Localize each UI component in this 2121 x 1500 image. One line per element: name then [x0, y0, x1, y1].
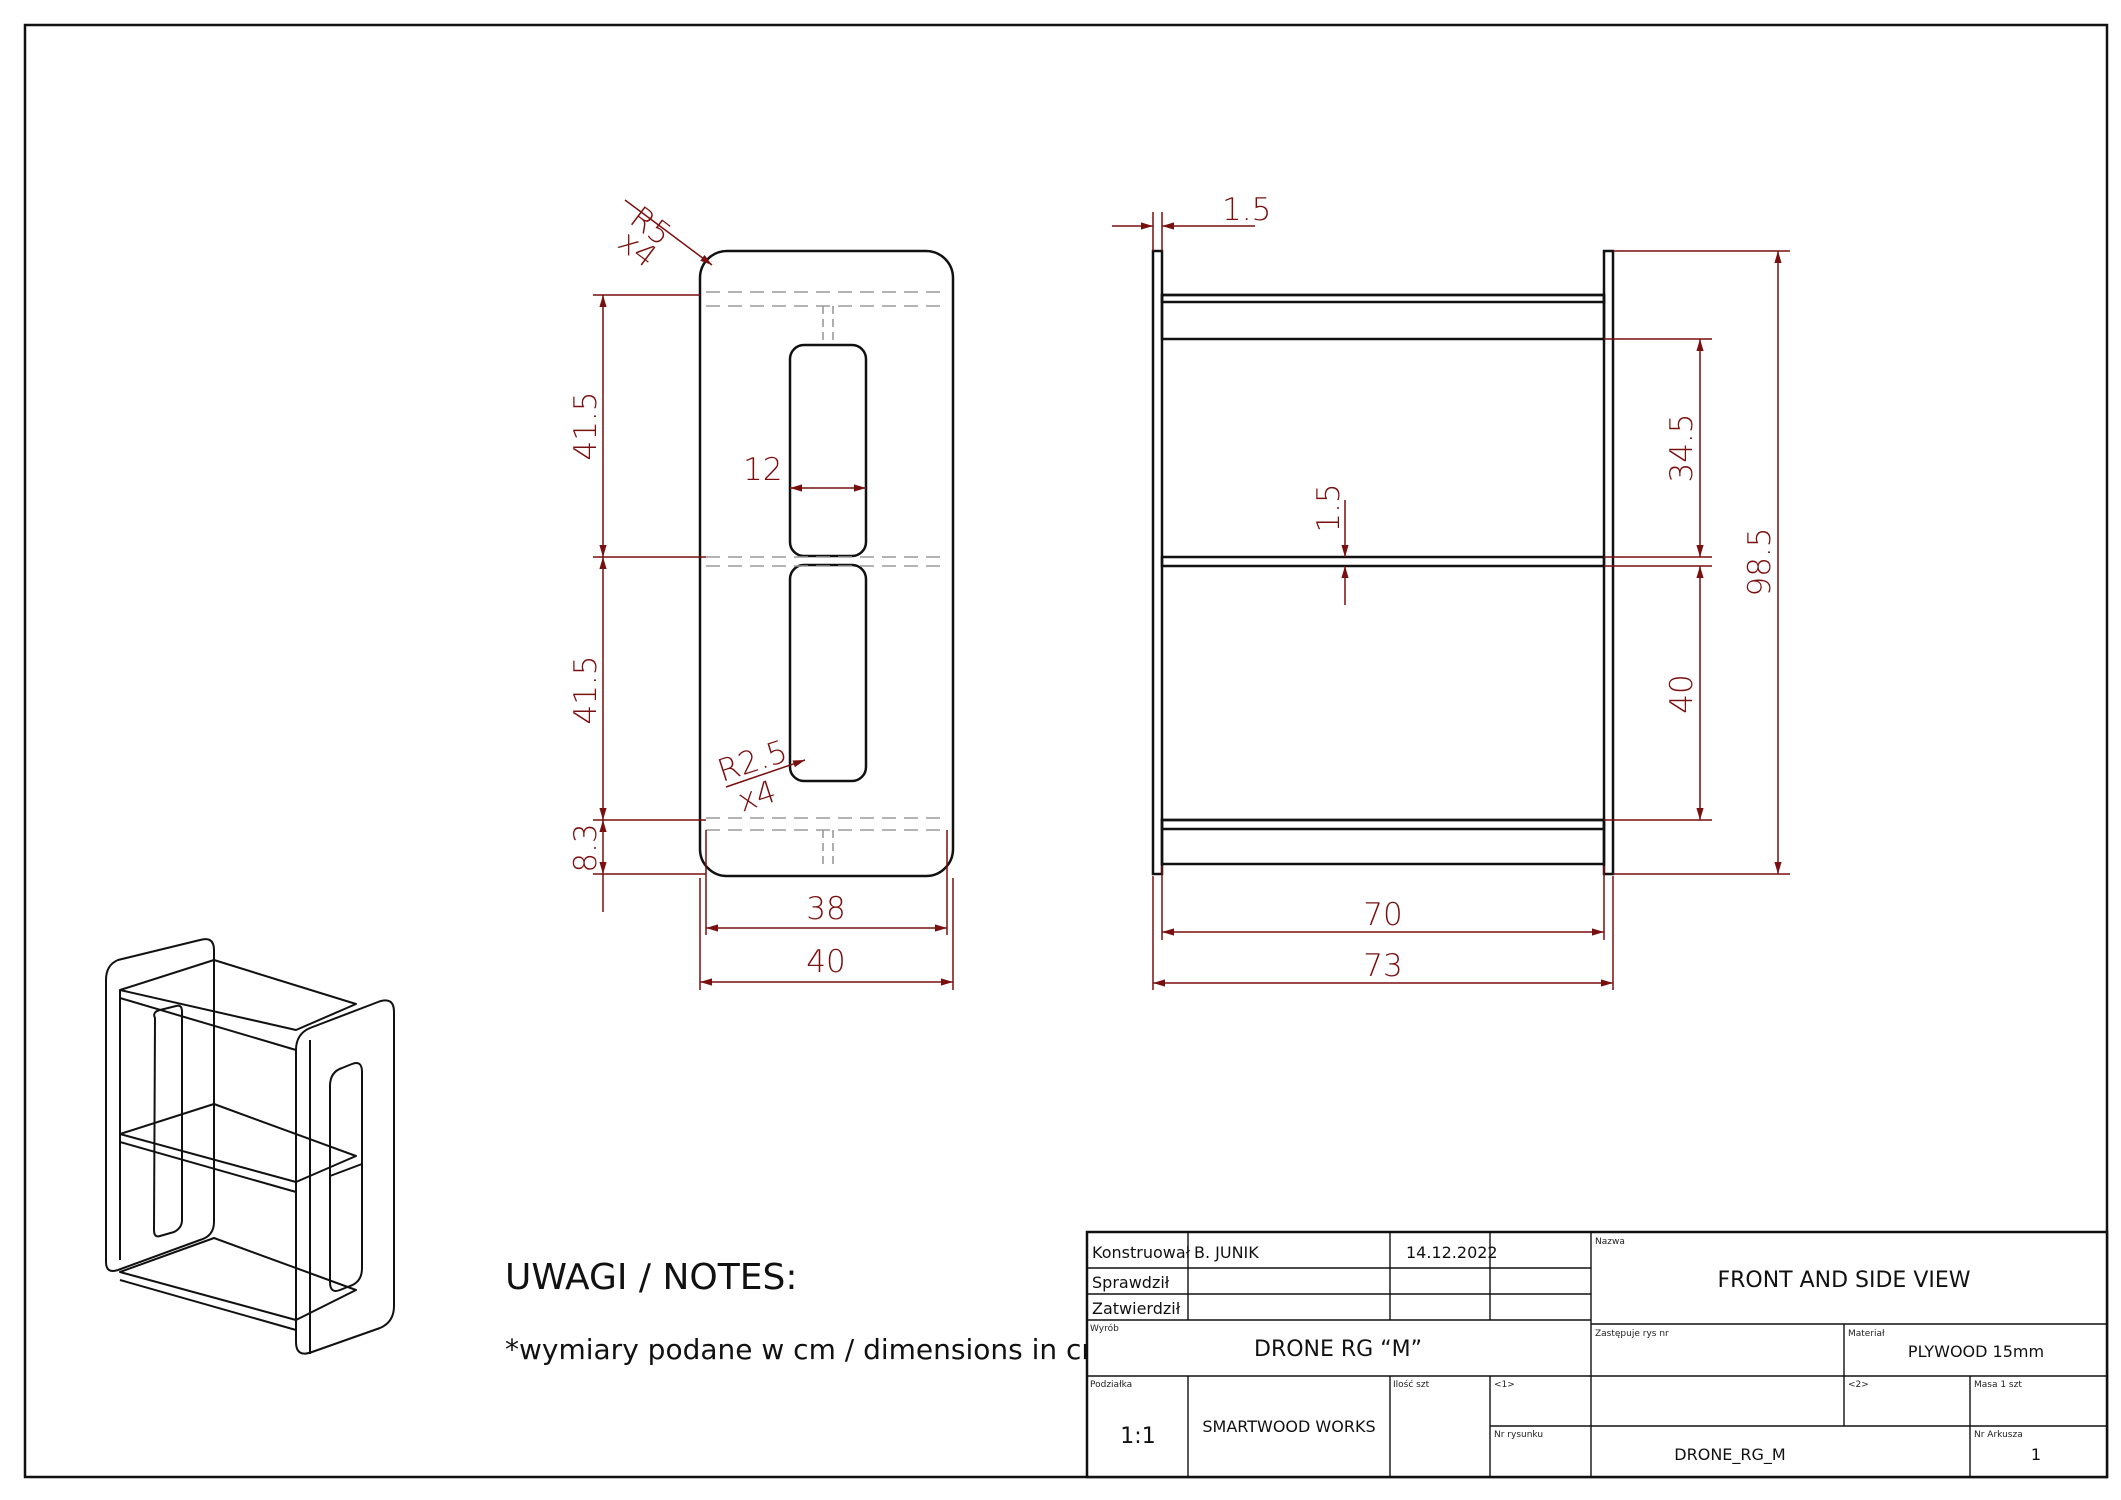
tb-product-value: DRONE RG “M” — [1254, 1337, 1422, 1362]
shelf-middle — [1160, 555, 1606, 568]
front-dimensions — [593, 199, 954, 990]
tb-mass-label: Masa 1 szt — [1974, 1380, 2022, 1390]
tb-name-label: Nazwa — [1595, 1237, 1625, 1247]
shelf-bottom-front — [1160, 818, 1606, 831]
dim-total-height: 98.5 — [1742, 527, 1778, 596]
dim-bottom-height: 8.3 — [568, 823, 604, 872]
dim-lower-height: 41.5 — [568, 655, 604, 724]
shelf-bottom — [1160, 818, 1606, 866]
iso-shelf-bottom — [119, 1237, 357, 1321]
hidden-lines — [706, 291, 947, 868]
isometric-view — [105, 938, 395, 1355]
iso-shelf-middle — [119, 1103, 357, 1183]
tb-scale-label: Podziałka — [1090, 1380, 1132, 1390]
dim-shelf-thickness: 1.5 — [1311, 483, 1347, 532]
notes-line1: *wymiary podane w cm / dimensions in cm — [505, 1333, 1109, 1366]
side-dimensions — [1112, 212, 1790, 990]
dim-upper-gap: 34.5 — [1664, 413, 1700, 482]
dim-outer-width: 40 — [806, 944, 845, 980]
front-panel-outline — [698, 249, 955, 878]
tb-name-value: FRONT AND SIDE VIEW — [1717, 1268, 1970, 1293]
iso-back-panel — [105, 938, 215, 1272]
iso-front-panel — [295, 999, 395, 1355]
tb-designer-date: 14.12.2022 — [1406, 1243, 1498, 1262]
tb-approved-label: Zatwierdził — [1092, 1299, 1181, 1318]
tb-material-value: PLYWOOD 15mm — [1908, 1342, 2044, 1361]
front-view: R5 x4 41.5 41.5 8.3 12 R2.5 x4 38 40 — [568, 199, 955, 990]
tb-replaces-label: Zastępuje rys nr — [1595, 1329, 1669, 1339]
tb-product-label: Wyrób — [1090, 1323, 1119, 1334]
side-panel-right — [1602, 249, 1615, 876]
dim-inner-length: 70 — [1363, 897, 1402, 933]
notes: UWAGI / NOTES: *wymiary podane w cm / di… — [505, 1257, 1109, 1366]
tb-field2-label: <2> — [1848, 1380, 1869, 1390]
tb-scale-value: 1:1 — [1120, 1424, 1155, 1449]
tb-qty-label: Ilość szt — [1393, 1379, 1430, 1390]
tb-sheet-label: Nr Arkusza — [1974, 1430, 2023, 1440]
tb-checked-label: Sprawdził — [1092, 1273, 1170, 1292]
tb-field1-label: <1> — [1494, 1380, 1515, 1390]
dim-inner-width: 38 — [806, 891, 845, 927]
front-slot-upper — [788, 343, 868, 558]
shelf-top-front — [1160, 293, 1606, 304]
dim-panel-thickness: 1.5 — [1222, 192, 1271, 228]
side-panel-left — [1151, 249, 1164, 876]
dim-upper-height: 41.5 — [568, 391, 604, 460]
side-view: 1.5 1.5 34.5 40 98.5 70 73 — [1112, 192, 1790, 990]
iso-front-slot — [329, 1062, 363, 1292]
tb-sheet-value: 1 — [2031, 1445, 2041, 1464]
iso-shelf-top — [119, 959, 357, 1031]
tb-material-label: Materiał — [1848, 1329, 1885, 1339]
tb-company-value: SMARTWOOD WORKS — [1202, 1417, 1375, 1436]
dim-slot-width: 12 — [743, 452, 782, 488]
title-block: Konstruował B. JUNIK 14.12.2022 Sprawdzi… — [1085, 1230, 2109, 1479]
tb-designer-label: Konstruował — [1092, 1243, 1191, 1262]
front-slot-lower — [788, 563, 868, 783]
tb-drawing-no-value: DRONE_RG_M — [1674, 1445, 1785, 1465]
notes-heading: UWAGI / NOTES: — [505, 1257, 797, 1298]
dim-outer-length: 73 — [1363, 948, 1402, 984]
tb-designer-name: B. JUNIK — [1194, 1243, 1259, 1262]
dim-lower-gap: 40 — [1664, 674, 1700, 713]
tb-drawing-no-label: Nr rysunku — [1494, 1430, 1543, 1440]
sheet-border — [23, 23, 2109, 1479]
